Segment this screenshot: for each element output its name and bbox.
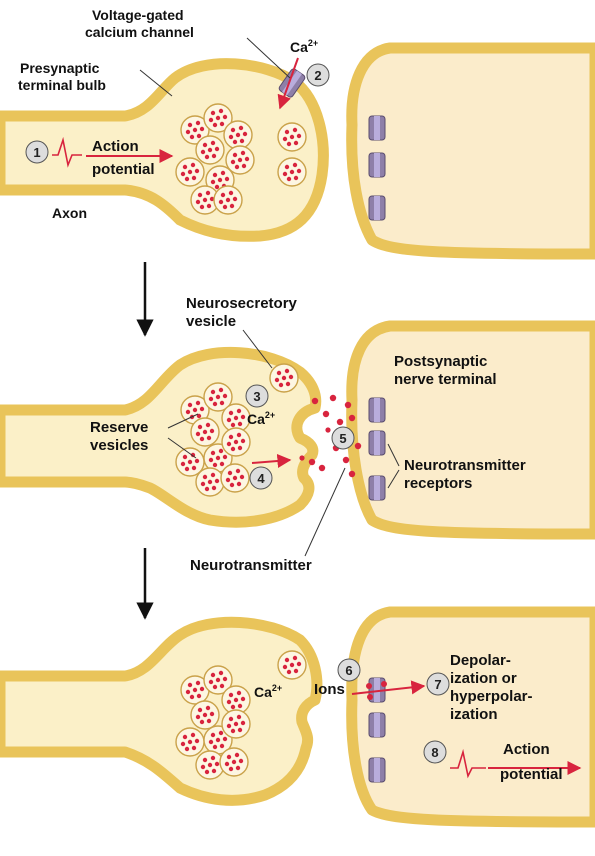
neurosecretory-vesicle <box>277 157 307 187</box>
ion <box>366 683 372 689</box>
receptor <box>368 397 386 423</box>
reserve-vesicle <box>175 727 205 757</box>
label-nerve-terminal: nerve terminal <box>394 371 497 388</box>
step-4-badge: 4 <box>249 466 273 490</box>
leader-line <box>387 469 400 489</box>
neurosecretory-vesicle <box>277 650 307 680</box>
action-potential-spike-icon <box>450 748 486 779</box>
step-1-badge: 1 <box>25 140 49 164</box>
label-potential: potential <box>92 161 155 178</box>
postsynaptic-terminal-3 <box>346 606 595 828</box>
reserve-vesicle <box>195 135 225 165</box>
label-ions: Ions <box>314 681 345 698</box>
label-potential: potential <box>500 766 563 783</box>
label-reserve: Reserve <box>90 419 148 436</box>
label-presynaptic: Presynaptic <box>20 60 100 76</box>
leader-line <box>139 69 173 97</box>
label-receptors: receptors <box>404 475 472 492</box>
neurotransmitter-molecules <box>299 394 362 478</box>
reserve-vesicle <box>190 417 220 447</box>
receptor <box>368 712 386 738</box>
svg-text:5: 5 <box>339 431 346 446</box>
panel-2: Neurosecretory vesicle Postsynaptic nerv… <box>0 295 595 574</box>
label-depolarization-1: Depolar- <box>450 652 511 669</box>
label-depolarization-2: ization or <box>450 670 517 687</box>
presynaptic-bulb-2 <box>0 346 322 528</box>
reserve-vesicle <box>223 120 253 150</box>
receptor <box>368 475 386 501</box>
label-vesicle: vesicle <box>186 313 236 330</box>
postsynaptic-terminal-1 <box>346 42 595 260</box>
step-7-badge: 7 <box>426 672 450 696</box>
label-depolarization-4: ization <box>450 706 498 723</box>
label-depolarization-3: hyperpolar- <box>450 688 533 705</box>
label-ca: Ca2+ <box>254 683 282 700</box>
reserve-vesicle <box>190 700 220 730</box>
step-3-badge: 3 <box>245 384 269 408</box>
reserve-vesicle <box>219 747 249 777</box>
leader-line <box>304 467 346 557</box>
ion <box>381 681 387 687</box>
label-postsynaptic: Postsynaptic <box>394 353 487 370</box>
label-axon: Axon <box>52 205 87 221</box>
label-calcium-channel: calcium channel <box>85 24 194 40</box>
reserve-vesicle <box>221 427 251 457</box>
receptor <box>368 152 386 178</box>
reserve-vesicle <box>175 157 205 187</box>
presynaptic-bulb-3 <box>0 616 323 806</box>
reserve-vesicle <box>220 463 250 493</box>
label-voltage-gated: Voltage-gated <box>92 7 184 23</box>
label-neurosecretory: Neurosecretory <box>186 295 298 312</box>
svg-text:1: 1 <box>33 145 40 160</box>
reserve-vesicle <box>225 145 255 175</box>
label-action: Action <box>503 741 550 758</box>
reserve-vesicle <box>195 467 225 497</box>
label-neurotransmitter: Neurotransmitter <box>190 557 312 574</box>
step-5-badge: 5 <box>331 426 355 450</box>
svg-text:4: 4 <box>257 471 265 486</box>
receptor <box>368 115 386 141</box>
reserve-vesicle <box>213 185 243 215</box>
svg-text:7: 7 <box>434 677 441 692</box>
svg-text:8: 8 <box>431 745 438 760</box>
step-6-badge: 6 <box>337 658 361 682</box>
label-vesicles: vesicles <box>90 437 148 454</box>
label-ca: Ca2+ <box>290 38 318 55</box>
step-2-badge: 2 <box>306 63 330 87</box>
panel-3: Ca2+ Ions Depolar- ization or hyperpolar… <box>0 606 595 828</box>
postsynaptic-terminal-2 <box>346 320 595 540</box>
neurosecretory-vesicle <box>277 122 307 152</box>
leader-line <box>246 37 291 79</box>
svg-text:3: 3 <box>253 389 260 404</box>
panel-1: Voltage-gated calcium channel Presynapti… <box>0 7 595 260</box>
calcium-influx-arrow <box>277 57 299 110</box>
label-terminal-bulb: terminal bulb <box>18 77 106 93</box>
svg-text:6: 6 <box>345 663 352 678</box>
label-ca: Ca2+ <box>247 410 275 427</box>
label-action: Action <box>92 138 139 155</box>
reserve-vesicle <box>221 709 251 739</box>
leader-line <box>242 329 273 369</box>
receptor <box>368 195 386 221</box>
leader-line <box>387 443 400 467</box>
receptor <box>368 430 386 456</box>
neurosecretory-vesicle <box>269 363 299 393</box>
receptor <box>368 757 386 783</box>
step-8-badge: 8 <box>423 740 447 764</box>
ion-flow-arrow <box>351 680 426 695</box>
vesicle-fusion-arrow <box>251 454 292 468</box>
action-potential-spike-icon <box>52 136 82 168</box>
svg-text:2: 2 <box>314 68 321 83</box>
leader-line <box>167 437 197 459</box>
ion <box>367 694 373 700</box>
leader-line <box>167 413 199 429</box>
label-neurotransmitter-receptors: Neurotransmitter <box>404 457 526 474</box>
